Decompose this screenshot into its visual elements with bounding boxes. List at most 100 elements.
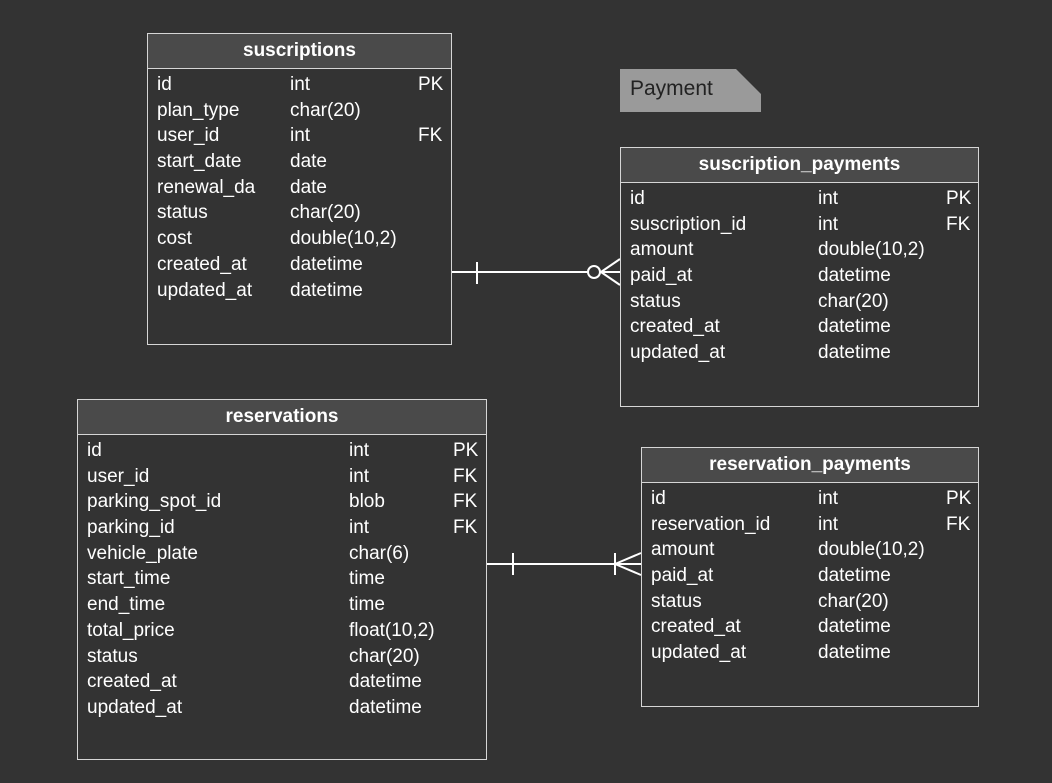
column-key: PK bbox=[453, 440, 479, 461]
table-title: suscriptions bbox=[148, 34, 451, 69]
column-key: FK bbox=[453, 517, 478, 539]
column-type: int bbox=[818, 188, 839, 209]
column-type: char(20) bbox=[818, 290, 889, 312]
column-field: start_time bbox=[87, 568, 171, 590]
table-row[interactable]: status char(20) bbox=[78, 644, 486, 670]
column-type: datetime bbox=[349, 696, 422, 718]
column-key: PK bbox=[946, 488, 972, 509]
column-type: datetime bbox=[818, 616, 891, 638]
column-type: int bbox=[818, 488, 839, 509]
column-field: paid_at bbox=[630, 265, 693, 287]
column-type: time bbox=[349, 594, 385, 616]
column-type: char(20) bbox=[290, 202, 361, 224]
crow-foot-lower bbox=[614, 563, 642, 576]
column-field: parking_id bbox=[87, 517, 175, 539]
table-title: reservations bbox=[78, 400, 486, 435]
column-field: vehicle_plate bbox=[87, 542, 198, 564]
table-row[interactable]: plan_type char(20) bbox=[148, 98, 451, 124]
note-payment[interactable]: Payment bbox=[620, 69, 761, 112]
table-row[interactable]: end_time time bbox=[78, 592, 486, 618]
column-field: updated_at bbox=[157, 279, 253, 301]
column-type: datetime bbox=[818, 642, 891, 664]
column-key: FK bbox=[418, 125, 443, 147]
crow-foot-upper bbox=[614, 552, 642, 565]
note-shape bbox=[620, 69, 761, 112]
crow-foot-upper bbox=[600, 258, 621, 273]
column-type: char(20) bbox=[290, 99, 361, 121]
zero-marker bbox=[587, 265, 601, 279]
column-type: int bbox=[290, 125, 311, 147]
table-row[interactable]: updated_at datetime bbox=[642, 640, 978, 666]
column-field: plan_type bbox=[157, 99, 240, 121]
column-field: status bbox=[157, 202, 208, 224]
column-key: FK bbox=[453, 465, 478, 487]
column-field: updated_at bbox=[630, 342, 726, 364]
column-type: datetime bbox=[818, 342, 891, 364]
column-type: datetime bbox=[349, 671, 422, 693]
column-type: char(20) bbox=[349, 645, 420, 667]
column-field: parking_spot_id bbox=[87, 491, 222, 513]
table-row[interactable]: renewal_da date bbox=[148, 175, 451, 201]
column-key: FK bbox=[946, 213, 971, 235]
column-type: int bbox=[818, 213, 839, 235]
crow-foot-lower bbox=[600, 271, 621, 286]
column-field: created_at bbox=[157, 253, 247, 275]
table-row[interactable]: created_at datetime bbox=[642, 614, 978, 640]
column-type: blob bbox=[349, 491, 385, 513]
relationship-suscriptions-to-payments[interactable] bbox=[451, 258, 621, 286]
table-row[interactable]: status char(20) bbox=[148, 200, 451, 226]
note-label: Payment bbox=[630, 77, 713, 100]
column-type: datetime bbox=[818, 316, 891, 338]
column-field: user_id bbox=[157, 125, 220, 147]
table-row[interactable]: updated_at datetime bbox=[78, 695, 486, 721]
column-field: updated_at bbox=[651, 642, 747, 664]
column-type: int bbox=[290, 74, 311, 95]
column-key: FK bbox=[453, 491, 478, 513]
table-row[interactable]: updated_at datetime bbox=[621, 340, 978, 366]
column-type: float(10,2) bbox=[349, 619, 435, 641]
column-key: FK bbox=[946, 513, 971, 535]
column-type: datetime bbox=[818, 565, 891, 587]
table-row[interactable]: parking_spot_id blob FK bbox=[78, 489, 486, 515]
column-type: int bbox=[349, 440, 370, 461]
relationship-reservations-to-payments[interactable] bbox=[487, 552, 642, 576]
column-field: end_time bbox=[87, 594, 166, 616]
column-type: date bbox=[290, 176, 327, 198]
column-type: date bbox=[290, 151, 327, 173]
column-field: renewal_da bbox=[157, 176, 256, 198]
column-field: status bbox=[87, 645, 138, 667]
column-field: cost bbox=[157, 228, 192, 250]
column-field: user_id bbox=[87, 465, 150, 487]
column-field: created_at bbox=[651, 616, 741, 638]
column-field: updated_at bbox=[87, 696, 183, 718]
table-row[interactable]: user_id int FK bbox=[148, 123, 451, 149]
column-field: reservation_id bbox=[651, 513, 771, 535]
